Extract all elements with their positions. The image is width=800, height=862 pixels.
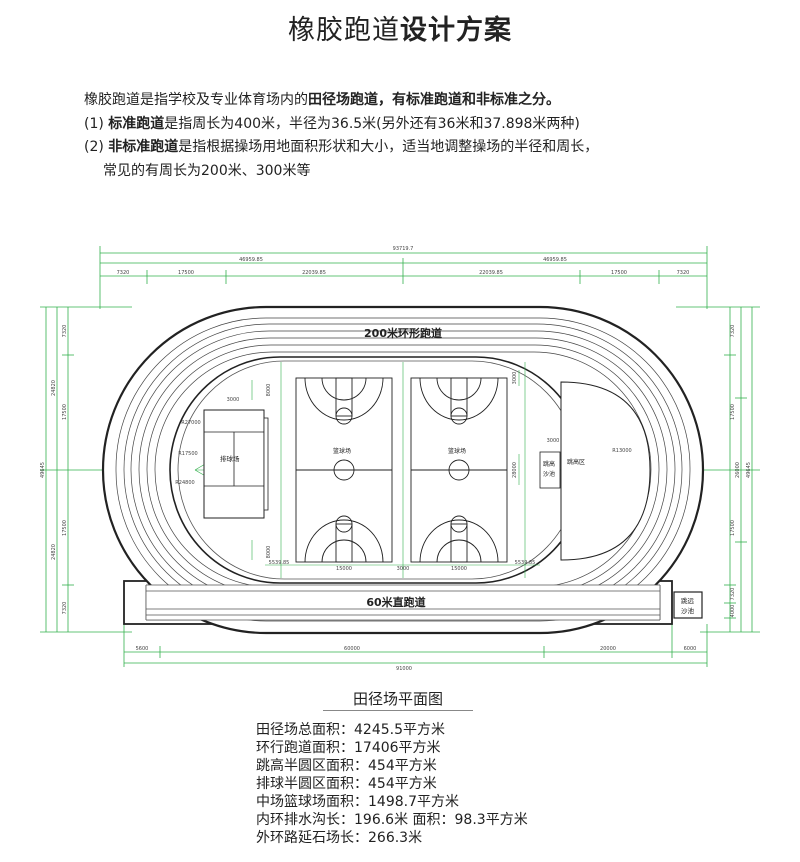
dim-right-mid: 26000 [735,462,741,478]
dim-r13000: R13000 [612,448,631,454]
stat-item: 中场篮球场面积：1498.7平方米 [256,794,459,810]
dim-left-seg-a-bottom: 7320 [62,602,68,615]
field-plan-drawing: 93719.7 46959.85 46959.85 7320 17500 220… [40,246,760,672]
long-jump-pit-label-2: 沙池 [681,606,695,615]
page-title: 橡胶跑道设计方案 [0,8,800,47]
high-jump-pit-label-2: 沙池 [543,470,555,478]
intro-line-4: 常见的有周长为200米、300米等 [103,162,311,179]
dim-h8000-top: 8000 [266,384,272,397]
oval-track-label: 200米环形跑道 [364,326,442,340]
dim-top-half-left: 46959.85 [239,257,263,263]
dim-r17500: R17500 [178,451,197,457]
dim-right-seg-a-top: 7320 [730,325,736,338]
straight-track-label: 60米直跑道 [366,595,425,609]
dim-r24800: R24800 [175,480,194,486]
dim-edge-right: 5539.85 [515,560,536,566]
stats-list: 田径场总面积：4245.5平方米 环行跑道面积：17406平方米 跳高半圆区面积… [256,721,528,847]
title-bold: 设计方案 [400,15,512,46]
dim-left-seg-b-bottom: 17500 [62,520,68,536]
volleyball-court: 排球场 [203,409,269,519]
intro-line-1: 橡胶跑道是指学校及专业体育场内的田径场跑道，有标准跑道和非标准之分。 [84,92,560,108]
basketball-label-right: 篮球场 [448,447,466,455]
dim-right-seg-a-bottom: 7320 [730,588,736,601]
high-jump-area: 跳高 沙池 跳高区 [539,381,651,561]
dim-left-half-top: 24820 [51,380,57,396]
caption-underline [323,710,473,711]
dim-right-seg-b-bottom: 17500 [730,520,736,536]
dim-top-total: 93719.7 [393,246,414,252]
dim-h8000-bottom: 8000 [266,546,272,559]
dim-r27000: R27000 [181,420,200,426]
high-jump-pit-label-1: 跳高 [543,460,555,468]
intro-line-3: (2) 非标准跑道是指根据操场用地面积形状和大小，适当地调整操场的半径和周长， [84,139,599,155]
dim-bottom-total: 91000 [396,666,412,672]
long-jump-pit [673,591,703,619]
volleyball-label: 排球场 [220,454,240,463]
title-regular: 橡胶跑道 [288,15,400,46]
dim-pit-width: 3000 [547,438,560,444]
top-dimension-lines [99,246,708,309]
plan-caption: 田径场平面图 [352,690,443,708]
dim-left-total: 49645 [40,462,46,478]
dim-right-seg-b-top: 17500 [730,404,736,420]
stat-item: 跳高半圆区面积：454平方米 [256,758,437,774]
stat-item: 排球半圆区面积：454平方米 [256,776,437,792]
dim-left-half-bottom: 24820 [51,544,57,560]
dim-volleyball-width: 3000 [227,397,240,403]
dim-bottom-seg-a: 5600 [136,646,149,652]
dim-left-seg-a-top: 7320 [62,325,68,338]
dim-bottom-seg-c: 20000 [600,646,616,652]
straight-track-overlay [145,584,661,621]
basketball-court-right [410,377,508,563]
dim-court-right: 15000 [451,566,467,572]
dim-left-seg-b-top: 17500 [62,404,68,420]
dim-top-seg-b-right: 17500 [611,270,627,276]
dim-top-half-right: 46959.85 [543,257,567,263]
dim-right-total: 49645 [746,462,752,478]
stat-item: 环行跑道面积：17406平方米 [256,740,441,756]
high-jump-area-label: 跳高区 [567,458,585,466]
dim-top-seg-a-left: 7320 [117,270,130,276]
basketball-court-left [295,377,393,563]
intro-line-2: (1) 标准跑道是指周长为400米，半径为36.5米(另外还有36米和37.89… [84,115,580,132]
dim-edge-left: 5539.85 [269,560,290,566]
dim-top-seg-b-left: 17500 [178,270,194,276]
dim-right-lane: 4000 [730,605,736,618]
dim-top-seg-a-right: 7320 [677,270,690,276]
dim-court-left: 15000 [336,566,352,572]
basketball-label-left: 篮球场 [333,447,351,455]
dim-bottom-seg-b: 60000 [344,646,360,652]
dim-court-gap: 3000 [397,566,410,572]
dim-bottom-seg-d: 6000 [684,646,697,652]
dim-top-seg-c-left: 22039.85 [302,270,326,276]
long-jump-pit-label-1: 跳远 [681,596,695,605]
stat-item: 内环排水沟长：196.6米 面积：98.3平方米 [256,812,528,828]
dim-h28000: 28000 [512,462,518,478]
dim-top-seg-c-right: 22039.85 [479,270,503,276]
bottom-dimension-lines [123,624,708,667]
intro-text: 橡胶跑道是指学校及专业体育场内的田径场跑道，有标准跑道和非标准之分。 (1) 标… [84,89,784,183]
stat-item: 田径场总面积：4245.5平方米 [256,722,445,738]
dim-w3000-right: 3000 [512,372,518,385]
stat-item: 外环路延石场长：266.3米 [256,830,423,846]
